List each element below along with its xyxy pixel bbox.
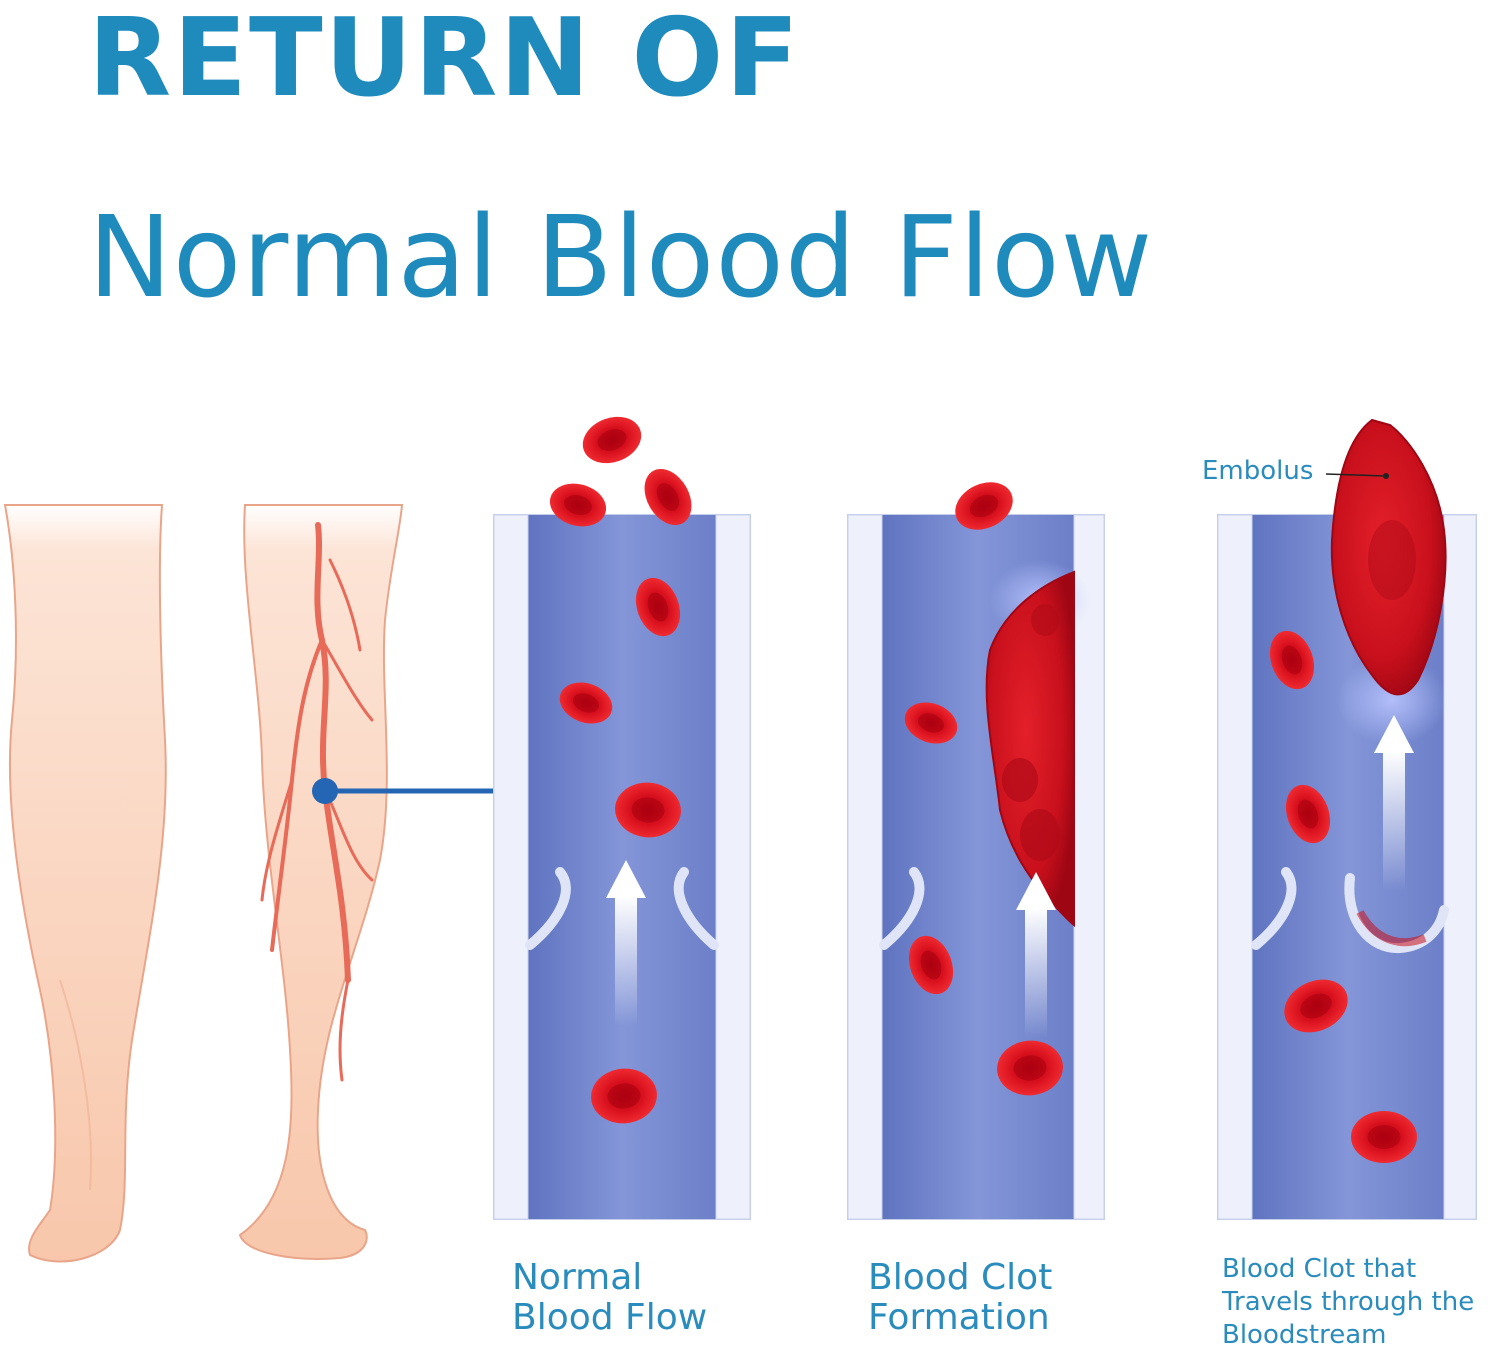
embolus-label: Embolus — [1202, 456, 1314, 486]
caption-clot-line-2: Formation — [868, 1297, 1050, 1338]
flow-arrow-clot — [1016, 872, 1056, 1038]
caption-clot-line-1: Blood Clot — [868, 1257, 1053, 1298]
flow-arrow-embolus — [1374, 715, 1414, 891]
caption-travel-line-1: Blood Clot that — [1222, 1254, 1417, 1284]
embolus-pointer-line — [1325, 473, 1387, 477]
vein-clot — [847, 473, 1105, 1220]
vein-normal — [493, 408, 751, 1220]
caption-blood-clot-formation: Blood Clot Formation — [868, 1258, 1052, 1338]
leg-right — [238, 504, 404, 1260]
flow-arrow-normal — [606, 860, 646, 1026]
leg-left — [3, 504, 167, 1263]
caption-normal-blood-flow: Normal Blood Flow — [512, 1258, 707, 1338]
title-line-2: Normal Blood Flow — [88, 193, 1154, 323]
caption-clot-travels: Blood Clot that Travels through the Bloo… — [1222, 1253, 1474, 1352]
caption-travel-line-2: Travels through the — [1222, 1287, 1475, 1317]
caption-normal-line-1: Normal — [512, 1257, 643, 1298]
varicose-veins — [260, 522, 374, 1082]
caption-travel-line-3: Bloodstream — [1222, 1320, 1387, 1350]
vein-embolus — [1217, 418, 1477, 1220]
embolus-pointer-dot — [1383, 473, 1389, 479]
title-line-1: RETURN OF — [88, 0, 802, 121]
caption-normal-line-2: Blood Flow — [512, 1297, 708, 1338]
